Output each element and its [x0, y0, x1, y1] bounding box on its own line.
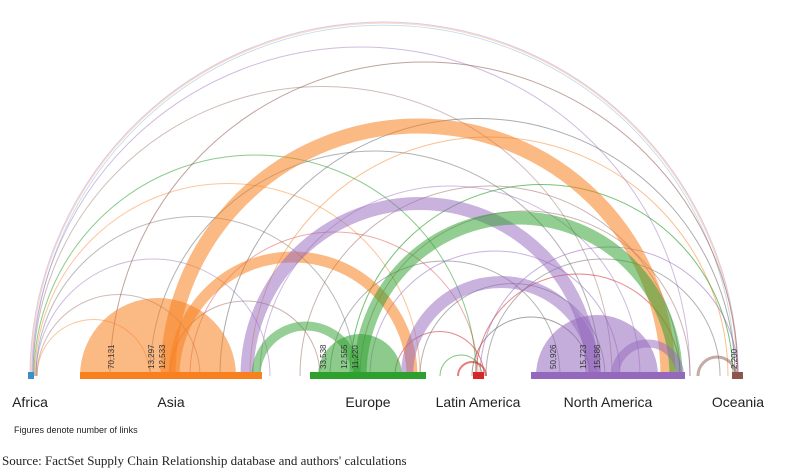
- region-label-africa: Africa: [12, 394, 48, 410]
- thin-link-arc: [394, 331, 485, 377]
- link-label-europe-3: 11,220: [351, 345, 360, 369]
- link-label-oceania: 2,200: [730, 348, 739, 369]
- thick-link-arc: [353, 211, 683, 377]
- region-bar-asia: [80, 372, 262, 379]
- thin-link-arc: [32, 24, 736, 377]
- region-labels: Africa Asia Europe Latin America North A…: [12, 394, 764, 410]
- thin-link-arc: [32, 86, 613, 377]
- figure-note: Figures denote number of links: [14, 425, 138, 435]
- self-link-fill-north_america: [536, 315, 658, 376]
- region-label-europe: Europe: [345, 394, 390, 410]
- link-label-north-america-1: 50,926: [549, 344, 558, 369]
- thin-link-arc: [219, 118, 736, 377]
- link-label-europe-2: 12,555: [340, 344, 349, 369]
- region-label-north-america: North America: [564, 394, 653, 410]
- region-bars: [28, 372, 743, 379]
- thick-link-arc: [611, 339, 684, 377]
- thick-link-arc: [240, 197, 599, 377]
- thick-link-arc: [160, 118, 676, 377]
- thin-link-arc: [34, 183, 421, 377]
- thick-link-arc: [696, 355, 738, 377]
- thick-link-arc: [401, 276, 601, 377]
- link-label-asia-1: 70,131: [107, 344, 116, 369]
- thin-link-arc: [29, 21, 739, 377]
- link-label-europe-1: 33,538: [319, 344, 328, 369]
- link-label-asia-3: 12,533: [158, 344, 167, 369]
- link-value-labels: 70,131 13,297 12,533 33,538 12,555 11,22…: [107, 344, 739, 369]
- region-bar-north-america: [531, 372, 685, 379]
- thin-link-arc: [149, 150, 601, 377]
- thin-link-arc: [259, 185, 641, 377]
- thick-link-arc: [251, 321, 361, 377]
- thick-arcs: [160, 118, 738, 377]
- thin-link-arc: [35, 216, 356, 377]
- link-label-asia-2: 13,297: [147, 344, 156, 369]
- region-bar-europe: [310, 372, 426, 379]
- link-label-north-america-3: 15,586: [593, 344, 602, 369]
- thin-link-arc: [30, 22, 738, 377]
- thin-link-arc: [31, 46, 691, 377]
- region-bar-africa: [28, 372, 34, 379]
- region-label-latin-america: Latin America: [436, 394, 521, 410]
- self-link-fill-asia: [80, 298, 236, 376]
- thin-link-arc: [109, 61, 739, 377]
- region-label-asia: Asia: [157, 394, 184, 410]
- thin-link-arc: [485, 258, 721, 377]
- region-label-oceania: Oceania: [712, 394, 764, 410]
- link-label-north-america-2: 15,723: [579, 344, 588, 369]
- source-citation: Source: FactSet Supply Chain Relationshi…: [2, 453, 407, 468]
- thick-link-arc: [457, 361, 487, 377]
- region-bar-oceania: [732, 372, 743, 379]
- thin-link-arc: [33, 154, 477, 377]
- region-bar-latin-america: [473, 372, 484, 379]
